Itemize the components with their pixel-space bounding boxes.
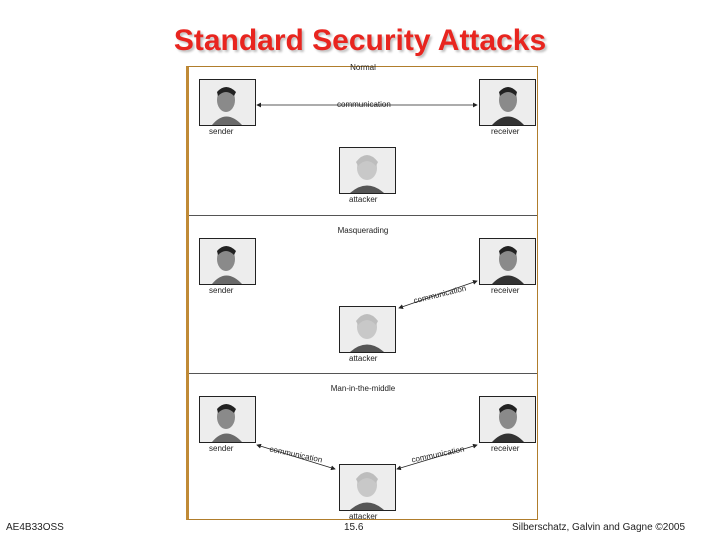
mitm-right-arrow bbox=[396, 443, 478, 471]
panel-title-masquerading: Masquerading bbox=[337, 226, 389, 235]
receiver-label: receiver bbox=[491, 444, 520, 453]
person-icon bbox=[492, 246, 524, 284]
receiver-figure bbox=[479, 396, 536, 443]
masquerade-arrow bbox=[398, 280, 478, 309]
panel-divider bbox=[189, 215, 537, 216]
security-attacks-figure: Normal sender receiver attacker communic… bbox=[186, 63, 538, 521]
person-icon bbox=[492, 87, 524, 125]
footer-course-code: AE4B33OSS bbox=[6, 522, 64, 533]
person-icon bbox=[212, 87, 242, 125]
attacker-label: attacker bbox=[349, 512, 378, 521]
attacker-figure bbox=[339, 464, 396, 511]
person-icon bbox=[350, 472, 384, 510]
receiver-figure bbox=[479, 238, 536, 285]
footer-page-number: 15.6 bbox=[344, 522, 364, 533]
sender-figure bbox=[199, 79, 256, 126]
person-icon bbox=[492, 404, 524, 442]
receiver-label: receiver bbox=[491, 286, 520, 295]
slide-title: Standard Security Attacks bbox=[173, 24, 547, 57]
sender-label: sender bbox=[209, 444, 234, 453]
panel-man-in-the-middle: Man-in-the-middle sender receiver attack… bbox=[189, 374, 537, 524]
communication-arrows bbox=[256, 102, 478, 471]
attacker-label: attacker bbox=[349, 195, 378, 204]
sender-figure bbox=[199, 396, 256, 443]
person-icon bbox=[350, 314, 384, 352]
person-icon bbox=[212, 404, 242, 442]
sender-label: sender bbox=[209, 286, 234, 295]
receiver-label: receiver bbox=[491, 127, 520, 136]
panel-title-normal: Normal bbox=[350, 63, 376, 72]
person-icon bbox=[350, 155, 384, 193]
sender-figure bbox=[199, 238, 256, 285]
person-icon bbox=[212, 246, 242, 284]
sender-label: sender bbox=[209, 127, 234, 136]
panel-normal: Normal sender receiver attacker communic… bbox=[189, 63, 537, 217]
mitm-left-arrow bbox=[256, 443, 336, 471]
attacker-figure bbox=[339, 306, 396, 353]
panel-masquerading: Masquerading sender receiver attacker co… bbox=[189, 216, 537, 366]
panel-divider bbox=[189, 373, 537, 374]
attacker-label: attacker bbox=[349, 354, 378, 363]
receiver-figure bbox=[479, 79, 536, 126]
panel-title-mitm: Man-in-the-middle bbox=[330, 384, 396, 393]
attacker-figure bbox=[339, 147, 396, 194]
footer-copyright: Silberschatz, Galvin and Gagne ©2005 bbox=[512, 522, 686, 533]
